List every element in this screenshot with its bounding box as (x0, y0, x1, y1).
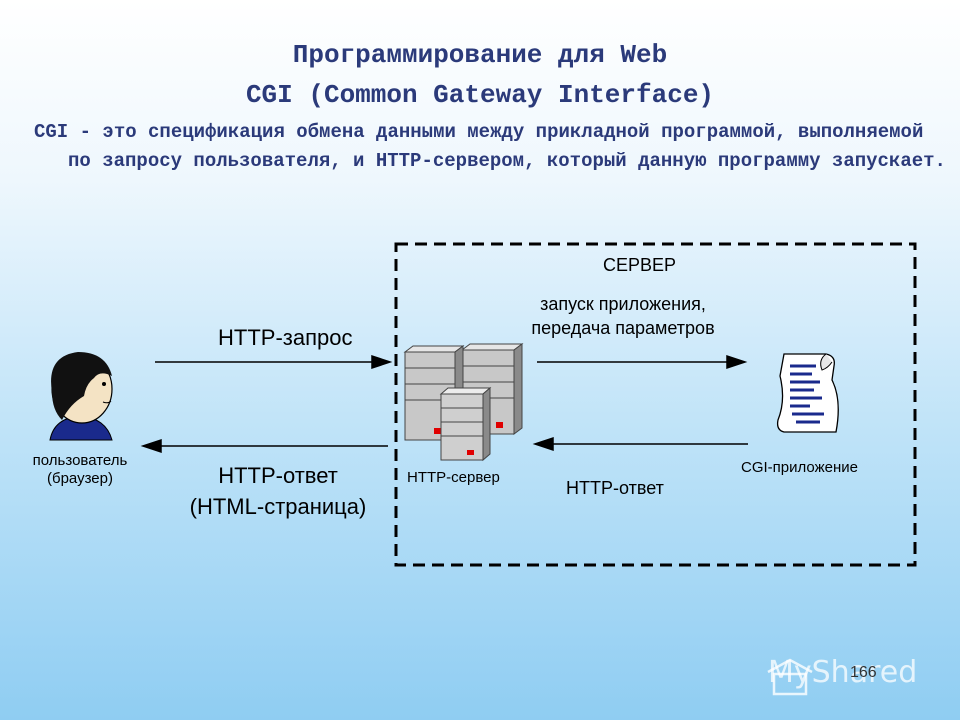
http-request-label: HTTP-запрос (218, 325, 353, 350)
title-line-1: Программирование для Web (292, 40, 668, 70)
user-label-line2: (браузер) (47, 470, 113, 487)
watermark: MyShared (768, 655, 918, 690)
server-icon (403, 343, 524, 462)
launch-arrowhead (726, 354, 748, 370)
cgi-response-label: HTTP-ответ (566, 478, 664, 498)
cgi-response-arrowhead (532, 436, 554, 452)
watermark-icon (767, 658, 813, 696)
http-response-label-line1: HTTP-ответ (218, 463, 338, 488)
server-box-label: СЕРВЕР (603, 255, 677, 275)
user-icon (49, 352, 113, 441)
cgi-app-label: CGI-приложение (741, 459, 858, 476)
launch-label-line2: передача параметров (531, 318, 715, 338)
definition-text: CGI - это спецификация обмена данными ме… (34, 121, 946, 172)
user-label-line1: пользователь (32, 452, 128, 469)
page-number: 166 (850, 664, 877, 681)
title-line-2: CGI (Common Gateway Interface) (245, 80, 715, 110)
response-arrowhead (140, 438, 162, 454)
launch-label-line1: запуск приложения, (540, 294, 706, 314)
http-server-label: HTTP-сервер (407, 469, 500, 486)
document-icon (776, 353, 839, 433)
request-arrowhead (371, 354, 393, 370)
http-response-label-line2: (HTML-страница) (189, 494, 367, 519)
